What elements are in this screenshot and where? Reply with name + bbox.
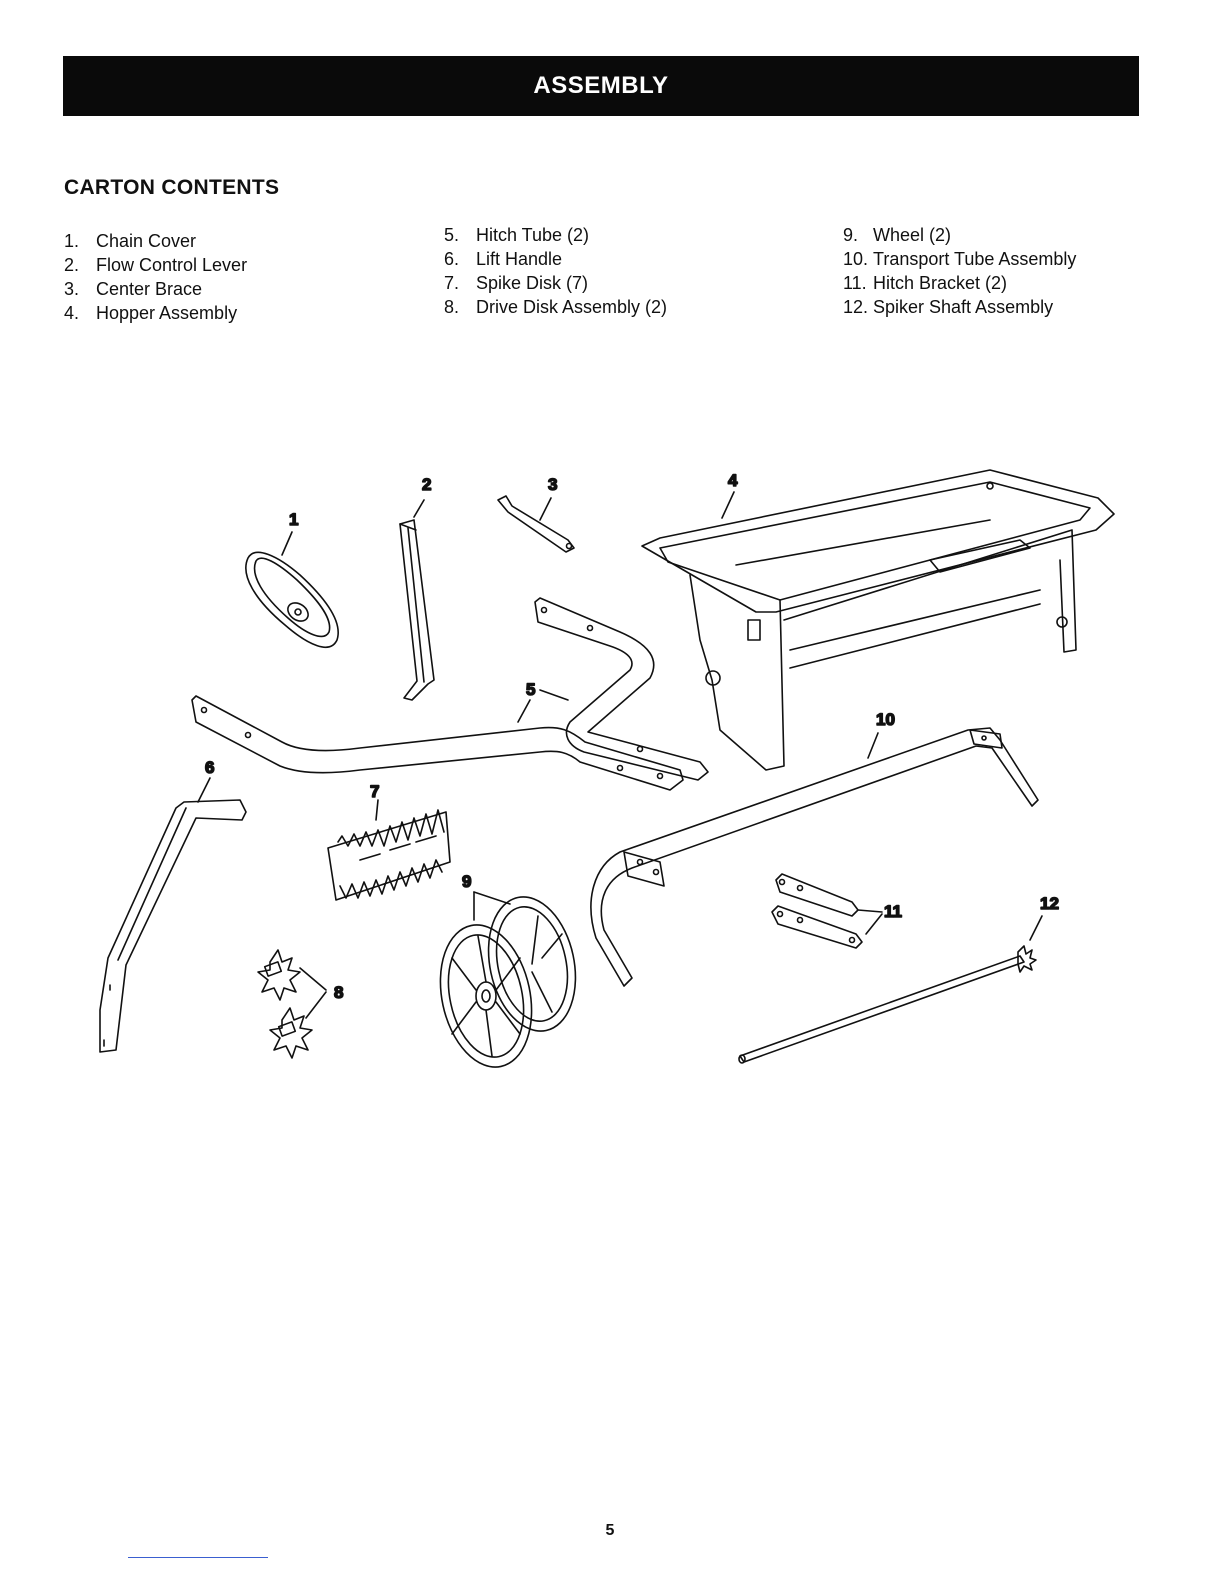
- part-item: 10.Transport Tube Assembly: [843, 247, 1076, 271]
- transport-tube-assembly-drawing: [591, 728, 1038, 986]
- callout-1: 1: [289, 510, 298, 529]
- callout-7: 7: [370, 782, 379, 801]
- part-item: 6.Lift Handle: [444, 247, 667, 271]
- part-item: 9.Wheel (2): [843, 223, 1076, 247]
- spiker-shaft-assembly-drawing: [739, 946, 1036, 1063]
- callout-3: 3: [548, 475, 557, 494]
- part-item: 2.Flow Control Lever: [64, 253, 247, 277]
- part-item: 1.Chain Cover: [64, 229, 247, 253]
- center-brace-drawing: [498, 496, 574, 552]
- banner-title: ASSEMBLY: [533, 72, 668, 100]
- part-item: 7.Spike Disk (7): [444, 271, 667, 295]
- footer-rule: [128, 1557, 268, 1558]
- drive-disk-assembly-drawing: [258, 950, 312, 1058]
- hitch-bracket-drawing: [772, 874, 862, 948]
- part-item: 12.Spiker Shaft Assembly: [843, 295, 1076, 319]
- part-item: 11.Hitch Bracket (2): [843, 271, 1076, 295]
- callout-4: 4: [728, 471, 738, 490]
- parts-list-column-2: 5.Hitch Tube (2) 6.Lift Handle 7.Spike D…: [444, 223, 667, 319]
- lift-handle-drawing: [100, 800, 246, 1052]
- callout-8: 8: [334, 983, 343, 1002]
- parts-list-column-3: 9.Wheel (2) 10.Transport Tube Assembly 1…: [843, 223, 1076, 319]
- carton-contents-heading: CARTON CONTENTS: [64, 176, 279, 200]
- part-item: 8.Drive Disk Assembly (2): [444, 295, 667, 319]
- callout-11: 11: [884, 902, 902, 921]
- wheel-drawing: [428, 889, 587, 1076]
- callout-2: 2: [422, 475, 431, 494]
- hitch-tube-drawing: [192, 598, 708, 790]
- part-item: 5.Hitch Tube (2): [444, 223, 667, 247]
- part-item: 3.Center Brace: [64, 277, 247, 301]
- parts-exploded-diagram: 1 2 3 4: [80, 455, 1140, 1090]
- section-banner: ASSEMBLY: [63, 56, 1139, 116]
- callout-12: 12: [1040, 894, 1059, 913]
- callout-10: 10: [876, 710, 895, 729]
- callout-6: 6: [205, 758, 214, 777]
- spike-disk-drawing: [328, 810, 450, 900]
- page-number: 5: [598, 1522, 622, 1540]
- callout-9: 9: [462, 872, 471, 891]
- callout-5: 5: [526, 680, 535, 699]
- chain-cover-drawing: [246, 552, 338, 647]
- flow-control-lever-drawing: [400, 520, 434, 700]
- part-item: 4.Hopper Assembly: [64, 301, 247, 325]
- parts-list-column-1: 1.Chain Cover 2.Flow Control Lever 3.Cen…: [64, 229, 247, 325]
